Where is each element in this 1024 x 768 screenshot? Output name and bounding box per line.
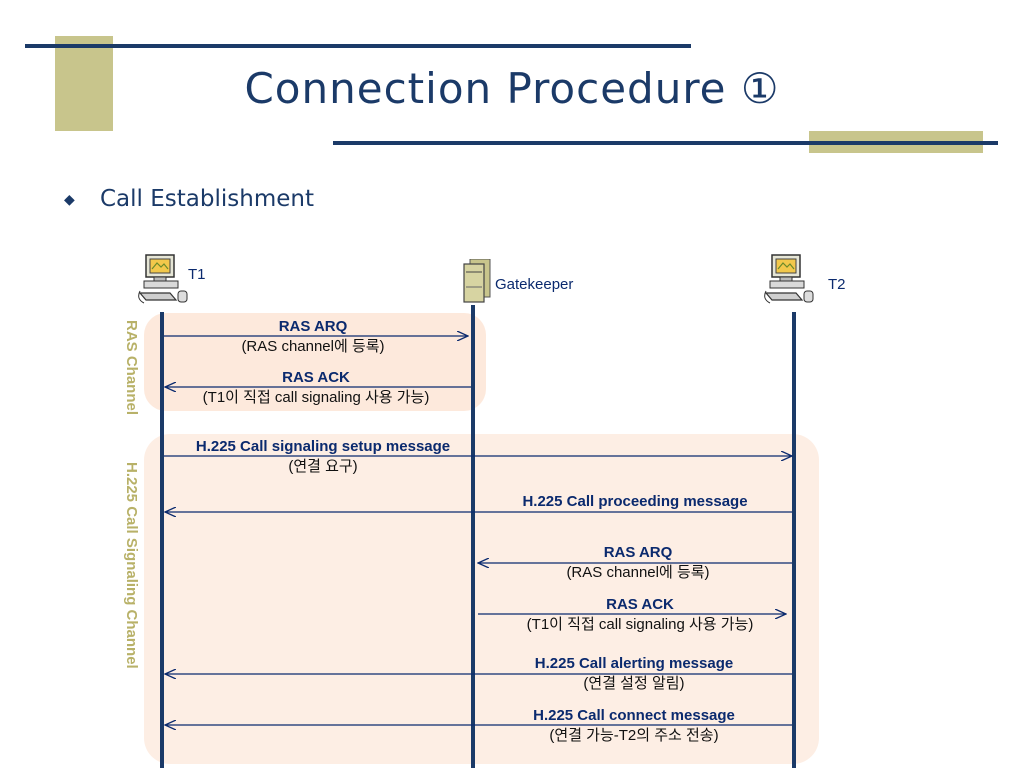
message-note: (연결 설정 알림) bbox=[583, 675, 685, 692]
message-ras-arq-1: RAS ARQ (RAS channel에 등록) bbox=[241, 317, 384, 357]
h225-channel-label: H.225 Call Signaling Channel bbox=[123, 462, 140, 669]
message-note: (연결 가능-T2의 주소 전송) bbox=[549, 727, 719, 744]
gatekeeper-label: Gatekeeper bbox=[495, 276, 574, 293]
bullet-diamond-icon: ◆ bbox=[64, 192, 75, 208]
message-ras-arq-2: RAS ARQ (RAS channel에 등록) bbox=[566, 543, 709, 583]
h225-channel-region bbox=[144, 434, 819, 764]
message-alerting: H.225 Call alerting message (연결 설정 알림) bbox=[535, 654, 733, 694]
ras-channel-label: RAS Channel bbox=[123, 320, 140, 416]
title-rule-top bbox=[25, 44, 691, 48]
message-note: (연결 요구) bbox=[288, 458, 358, 475]
message-note: (RAS channel에 등록) bbox=[566, 564, 710, 581]
accent-block-left bbox=[55, 36, 113, 131]
gatekeeper-server-icon bbox=[463, 259, 491, 303]
message-connect: H.225 Call connect message (연결 가능-T2의 주소… bbox=[533, 706, 735, 746]
message-title: RAS ACK bbox=[606, 596, 674, 613]
message-title: H.225 Call connect message bbox=[533, 707, 735, 724]
message-ras-ack-2: RAS ACK (T1이 직접 call signaling 사용 가능) bbox=[527, 595, 754, 635]
computer-t2-icon bbox=[764, 254, 814, 304]
message-proceeding: H.225 Call proceeding message bbox=[522, 492, 747, 512]
message-setup: H.225 Call signaling setup message (연결 요… bbox=[196, 437, 450, 477]
message-title: H.225 Call proceeding message bbox=[522, 493, 748, 510]
message-title: H.225 Call alerting message bbox=[534, 655, 734, 672]
message-ras-ack-1: RAS ACK (T1이 직접 call signaling 사용 가능) bbox=[203, 368, 430, 408]
message-title: H.225 Call signaling setup message bbox=[195, 438, 451, 455]
message-title: RAS ACK bbox=[282, 369, 350, 386]
t1-label: T1 bbox=[188, 266, 206, 283]
message-title: RAS ARQ bbox=[603, 544, 673, 561]
computer-t1-icon bbox=[138, 254, 188, 304]
bullet-text: Call Establishment bbox=[100, 186, 314, 212]
t2-label: T2 bbox=[828, 276, 846, 293]
message-title: RAS ARQ bbox=[278, 318, 348, 335]
message-note: (T1이 직접 call signaling 사용 가능) bbox=[526, 616, 754, 633]
page-title: Connection Procedure ① bbox=[244, 64, 780, 113]
message-note: (T1이 직접 call signaling 사용 가능) bbox=[202, 389, 430, 406]
ras-channel-region bbox=[144, 313, 486, 411]
message-note: (RAS channel에 등록) bbox=[241, 338, 385, 355]
title-rule-bottom bbox=[333, 141, 998, 145]
